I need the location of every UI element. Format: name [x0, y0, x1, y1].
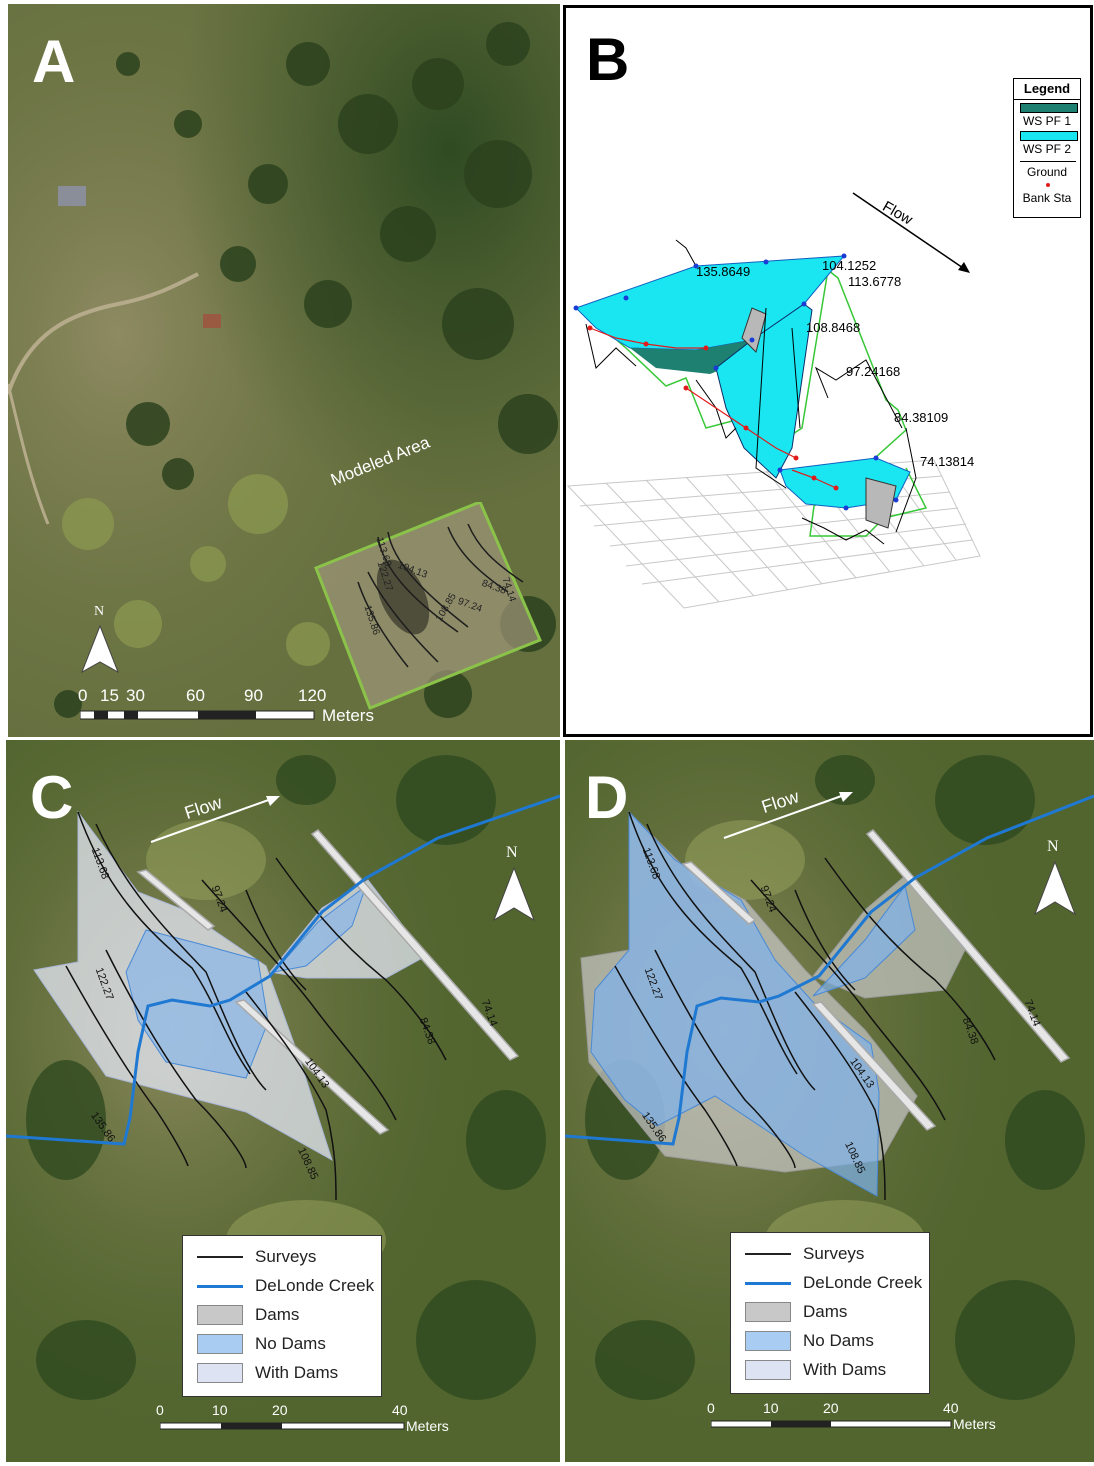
station-label: 97.24168 [846, 364, 901, 379]
legend-label: DeLonde Creek [255, 1276, 375, 1295]
scale-tick: 30 [126, 686, 145, 705]
scale-tick: 10 [763, 1400, 779, 1416]
legend-row-with-dams: With Dams [745, 1357, 886, 1383]
panel-b-hecras-3d-view: B Flow Legend WS PF 1 WS PF 2 Ground Ban… [563, 5, 1093, 737]
north-arrow-icon [493, 866, 535, 922]
legend-swatch [197, 1256, 243, 1258]
modeled-area [308, 500, 548, 712]
station-label: 135.8649 [696, 264, 751, 279]
legend-swatch [197, 1284, 243, 1288]
north-label: N [506, 844, 518, 861]
legend-label: DeLonde Creek [803, 1273, 923, 1292]
scale-bar-graphic [160, 1422, 405, 1430]
hecras-3d-model [566, 239, 981, 609]
legend-label: Dams [255, 1305, 300, 1324]
legend-swatch [197, 1305, 243, 1325]
panel-letter-c: C [30, 764, 74, 831]
legend-label: With Dams [803, 1360, 887, 1379]
legend-row-creek: DeLonde Creek [745, 1270, 922, 1296]
legend-item: Ground [1026, 165, 1068, 179]
flow-arrow-icon [723, 792, 853, 839]
north-arrow-icon [1034, 860, 1076, 916]
legend-swatch [197, 1334, 243, 1354]
scale-tick: 15 [100, 686, 119, 705]
legend-ws-pf2-swatch [1020, 131, 1078, 141]
legend-title: Legend [1023, 81, 1071, 96]
map-legend: Surveys DeLonde Creek Dams No Dams With … [182, 1235, 382, 1397]
station-label: 108.8468 [806, 320, 861, 335]
scale-tick: 40 [392, 1402, 408, 1418]
panel-letter-d: D [585, 764, 629, 831]
map-legend: Surveys DeLonde Creek Dams No Dams With … [730, 1232, 930, 1394]
aerial-imagery [6, 740, 560, 1462]
legend-label: Surveys [255, 1247, 317, 1266]
north-label: N [94, 604, 105, 619]
panel-d-inundation-map: D Flow N 113.68 97.24 122.27 84.38 74.14… [565, 740, 1094, 1462]
station-label: 74.13814 [920, 454, 975, 469]
legend-row-surveys: Surveys [745, 1241, 864, 1267]
scale-tick: 0 [156, 1402, 164, 1418]
panel-letter-a: A [32, 28, 76, 95]
legend-label: Surveys [803, 1244, 865, 1263]
scale-tick: 0 [78, 686, 88, 705]
scale-tick: 20 [272, 1402, 288, 1418]
legend-row-surveys: Surveys [197, 1244, 316, 1270]
legend-swatch [745, 1360, 791, 1380]
scale-bar: 0 10 20 40 Meters [705, 1400, 1025, 1440]
north-arrow-icon [81, 624, 119, 674]
legend-label: No Dams [255, 1334, 326, 1353]
legend-row-no-dams: No Dams [745, 1328, 874, 1354]
legend-swatch [745, 1253, 791, 1255]
flow-arrow-icon [852, 192, 970, 273]
legend-item: Bank Sta [1022, 191, 1072, 205]
legend-ground-swatch [1020, 161, 1076, 162]
scale-tick: 10 [212, 1402, 228, 1418]
scale-tick: 40 [943, 1400, 959, 1416]
legend-label: Dams [803, 1302, 848, 1321]
aerial-imagery [565, 740, 1094, 1462]
legend-swatch [745, 1302, 791, 1322]
scale-tick: 0 [707, 1400, 715, 1416]
legend-item: WS PF 1 [1022, 114, 1071, 128]
legend-item: WS PF 2 [1022, 142, 1071, 156]
scale-tick: 20 [823, 1400, 839, 1416]
panel-letter-b: B [586, 26, 630, 93]
legend-row-no-dams: No Dams [197, 1331, 326, 1357]
scale-unit: Meters [953, 1416, 996, 1432]
legend-swatch [745, 1281, 791, 1285]
legend-swatch [197, 1363, 243, 1383]
scale-bar: 0 10 20 40 Meters [154, 1402, 474, 1442]
legend-swatch [745, 1331, 791, 1351]
legend-row-with-dams: With Dams [197, 1360, 338, 1386]
legend-row-dams: Dams [197, 1302, 299, 1328]
panel-a-aerial-map: A Modeled Area N 0 15 30 60 90 120 [8, 4, 560, 737]
legend-row-dams: Dams [745, 1299, 847, 1325]
legend-label: With Dams [255, 1363, 339, 1382]
north-label: N [1047, 838, 1059, 855]
legend-b: Legend WS PF 1 WS PF 2 Ground Bank Sta [1013, 78, 1081, 218]
aerial-imagery [8, 4, 560, 737]
panel-c-inundation-map: C Flow N 113.68 97.24 122.27 84.38 74.14… [6, 740, 560, 1462]
legend-bank-sta-swatch [1046, 183, 1050, 187]
legend-ws-pf1-swatch [1020, 103, 1078, 113]
station-label: 84.38109 [894, 410, 949, 425]
scale-tick: 120 [298, 686, 327, 705]
station-label: 113.6778 [848, 274, 902, 289]
scale-tick: 90 [244, 686, 263, 705]
scale-tick: 60 [186, 686, 205, 705]
legend-row-creek: DeLonde Creek [197, 1273, 374, 1299]
scale-unit: Meters [406, 1418, 449, 1434]
scale-unit: Meters [322, 706, 374, 725]
scale-bar: 0 15 30 60 90 120 Meters [78, 686, 398, 728]
scale-bar-graphic [711, 1420, 952, 1428]
flow-arrow-icon [150, 796, 280, 843]
station-label: 104.1252 [822, 258, 877, 273]
scale-bar-graphic [80, 710, 315, 720]
legend-label: No Dams [803, 1331, 874, 1350]
